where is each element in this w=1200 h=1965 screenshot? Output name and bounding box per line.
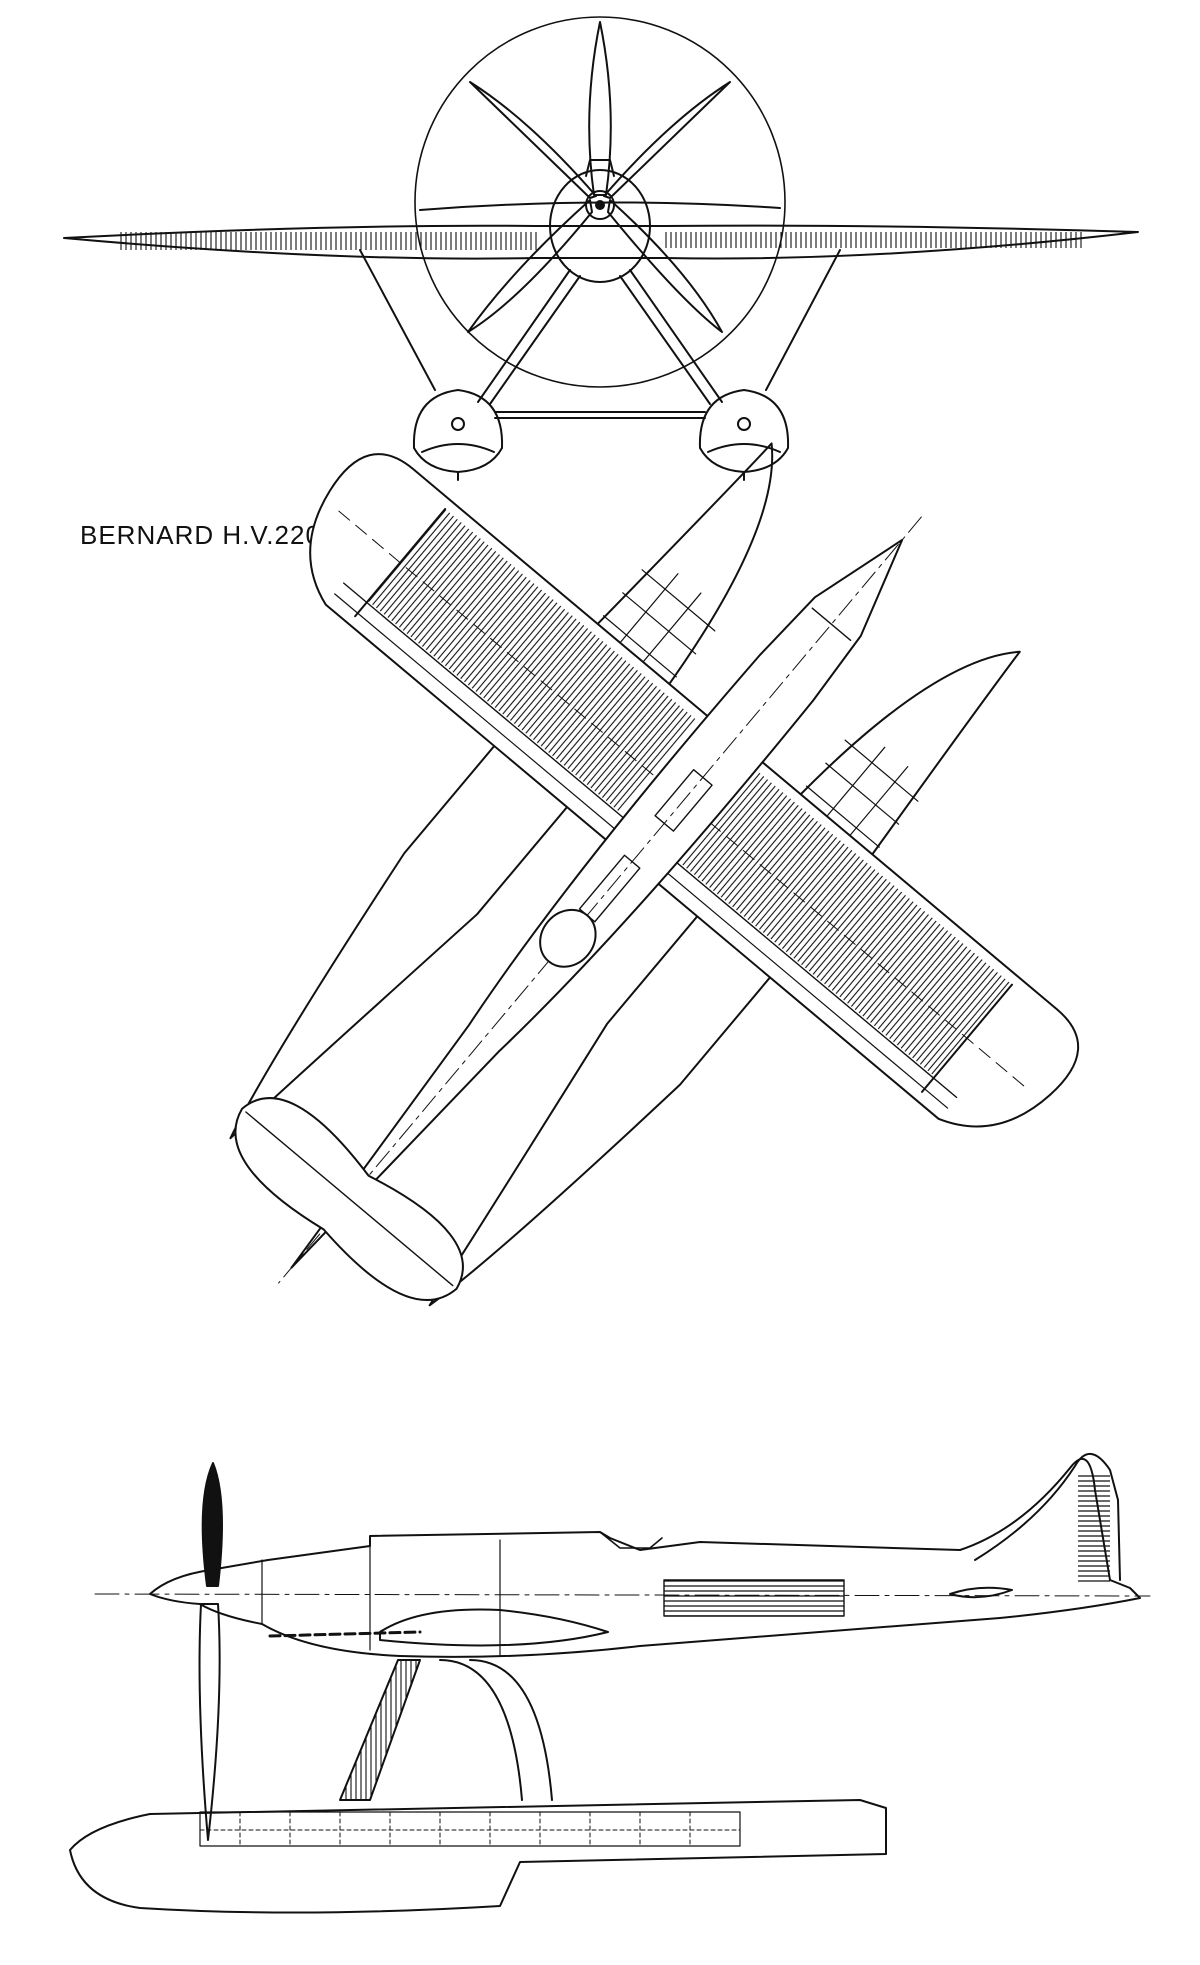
side-fin <box>975 1454 1120 1580</box>
propeller-disc <box>415 17 785 387</box>
side-propeller-upper <box>203 1463 222 1586</box>
cockpit-fairing <box>600 1532 662 1548</box>
drawing-title: BERNARD H.V.220 <box>80 520 321 550</box>
float-struts <box>360 250 840 418</box>
side-exhaust-line <box>270 1632 420 1636</box>
front-view <box>64 17 1138 480</box>
front-fuselage <box>550 170 650 282</box>
side-propeller-lower <box>200 1604 220 1840</box>
spinner-hub <box>596 201 604 209</box>
spinner <box>586 191 614 219</box>
cockpit-headrest <box>529 899 607 978</box>
side-view <box>70 1454 1150 1913</box>
rudder-hatch <box>1078 1472 1110 1582</box>
float-compartment-lines <box>200 1812 740 1846</box>
plan-float-left <box>192 432 830 1167</box>
side-fuselage <box>150 1459 1140 1657</box>
plan-tailplane <box>213 1078 482 1323</box>
float-compartments <box>200 1812 740 1846</box>
wing-radiator-right <box>662 232 1082 248</box>
plan-fuselage <box>251 494 949 1306</box>
side-wing-root <box>380 1609 608 1645</box>
side-struts <box>340 1660 552 1800</box>
side-radiator <box>664 1580 844 1616</box>
side-float <box>70 1800 886 1913</box>
propeller-blades <box>468 22 730 332</box>
plan-view <box>0 214 1200 1586</box>
front-float-right <box>700 390 788 480</box>
side-tailplane <box>950 1588 1012 1597</box>
front-wing <box>64 226 1138 259</box>
wing-radiator-left <box>120 232 540 250</box>
cowling-top <box>586 160 614 176</box>
front-float-left <box>414 390 502 480</box>
datum-line <box>95 1594 1150 1596</box>
